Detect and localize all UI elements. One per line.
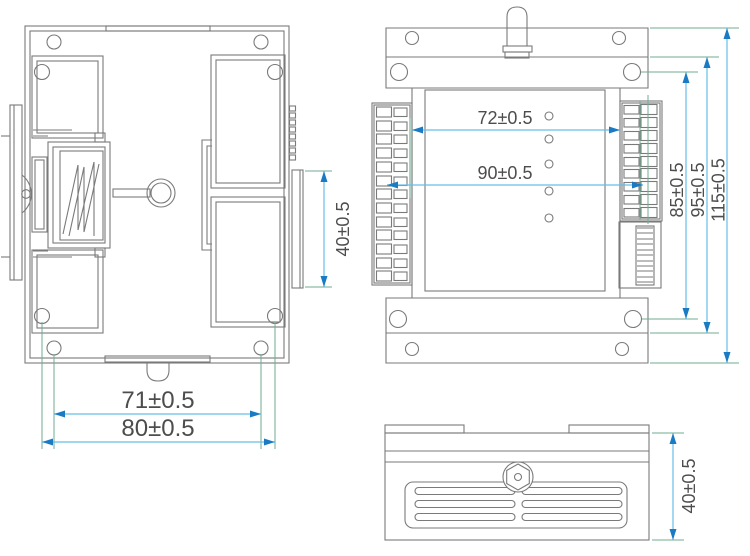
clip-arms	[33, 129, 72, 258]
dimension-back-40: 40±0.5	[320, 171, 353, 287]
dimension-label: 90±0.5	[478, 163, 533, 183]
clip-spring-zigzag	[68, 163, 100, 237]
pcb-edge-bracket	[201, 139, 212, 251]
back-view	[1, 25, 304, 382]
clip-tab-hole	[21, 189, 31, 199]
side-top-tab-left	[384, 424, 465, 434]
screw-hole	[614, 341, 630, 357]
front-center-panel	[424, 89, 606, 292]
screw-hole	[404, 30, 420, 46]
dimension-back-71: 71±0.5	[54, 387, 261, 418]
clip-stem	[112, 188, 151, 198]
edge-vent-squares	[288, 105, 297, 161]
mounting-hole	[622, 62, 642, 82]
side-view	[384, 424, 650, 541]
led-indicator-column	[544, 111, 554, 223]
mounting-hole	[33, 63, 51, 81]
screw-hole	[253, 340, 269, 356]
din-rail-clip	[1, 104, 176, 281]
side-top-tab-right	[568, 424, 650, 434]
mounting-hole	[623, 309, 643, 329]
dimension-label: 71±0.5	[121, 387, 194, 414]
dimension-label: 80±0.5	[121, 415, 194, 442]
screw-hole	[46, 340, 62, 356]
terminal-block-left	[371, 102, 413, 286]
screw-hole	[404, 341, 420, 357]
panel-top-right	[210, 54, 286, 189]
spring-window	[59, 150, 104, 241]
front-view	[371, 6, 663, 364]
terminal-block-right	[619, 100, 663, 222]
clip-slider	[9, 104, 23, 281]
dimension-label: 115±0.5	[709, 158, 729, 222]
dimension-side-40: 40±0.5	[669, 433, 699, 540]
back-bottom-tab	[146, 363, 170, 382]
antenna	[502, 6, 533, 59]
dimension-label: 72±0.5	[478, 108, 533, 128]
back-outer-shell	[24, 25, 290, 364]
dimension-front-115: 115±0.5	[709, 28, 731, 363]
dimension-front-72: 72±0.5	[412, 108, 620, 134]
grounding-ring-outer	[146, 178, 176, 208]
panel-bottom-left	[31, 249, 104, 334]
dimension-front-85: 85±0.5	[667, 72, 690, 319]
side-body	[384, 432, 650, 541]
clip-tab	[21, 174, 32, 214]
mounting-hole	[266, 63, 284, 81]
dimension-back-80: 80±0.5	[42, 415, 275, 446]
dimension-front-95: 95±0.5	[688, 57, 711, 333]
screw-hole	[611, 30, 627, 46]
vent-slots	[414, 486, 623, 522]
dimension-label: 40±0.5	[679, 459, 699, 514]
clip-frame	[47, 141, 111, 249]
screw-hole	[46, 34, 62, 50]
dimension-label: 95±0.5	[688, 163, 708, 218]
back-top-notch	[105, 25, 211, 32]
clip-spring-zigzag	[62, 161, 95, 236]
antenna-dome	[506, 6, 528, 28]
side-rail-bar	[291, 169, 304, 289]
dimension-label: 85±0.5	[667, 163, 687, 218]
antenna-nut	[502, 45, 533, 53]
dimension-label: 40±0.5	[333, 202, 353, 257]
dimension-front-90: 90±0.5	[387, 163, 643, 189]
antenna-hex-nut	[502, 461, 534, 493]
antenna-collar	[504, 51, 530, 59]
mounting-hole	[388, 309, 408, 329]
ribbon-connector-right	[618, 221, 662, 289]
back-inner-shell	[29, 30, 285, 359]
grounding-ring-inner	[150, 182, 172, 204]
back-bottom-notch	[104, 355, 211, 363]
panel-top-left	[31, 55, 104, 139]
mounting-hole	[389, 62, 409, 82]
panel-bottom-right	[210, 196, 286, 328]
screw-hole	[253, 34, 269, 50]
